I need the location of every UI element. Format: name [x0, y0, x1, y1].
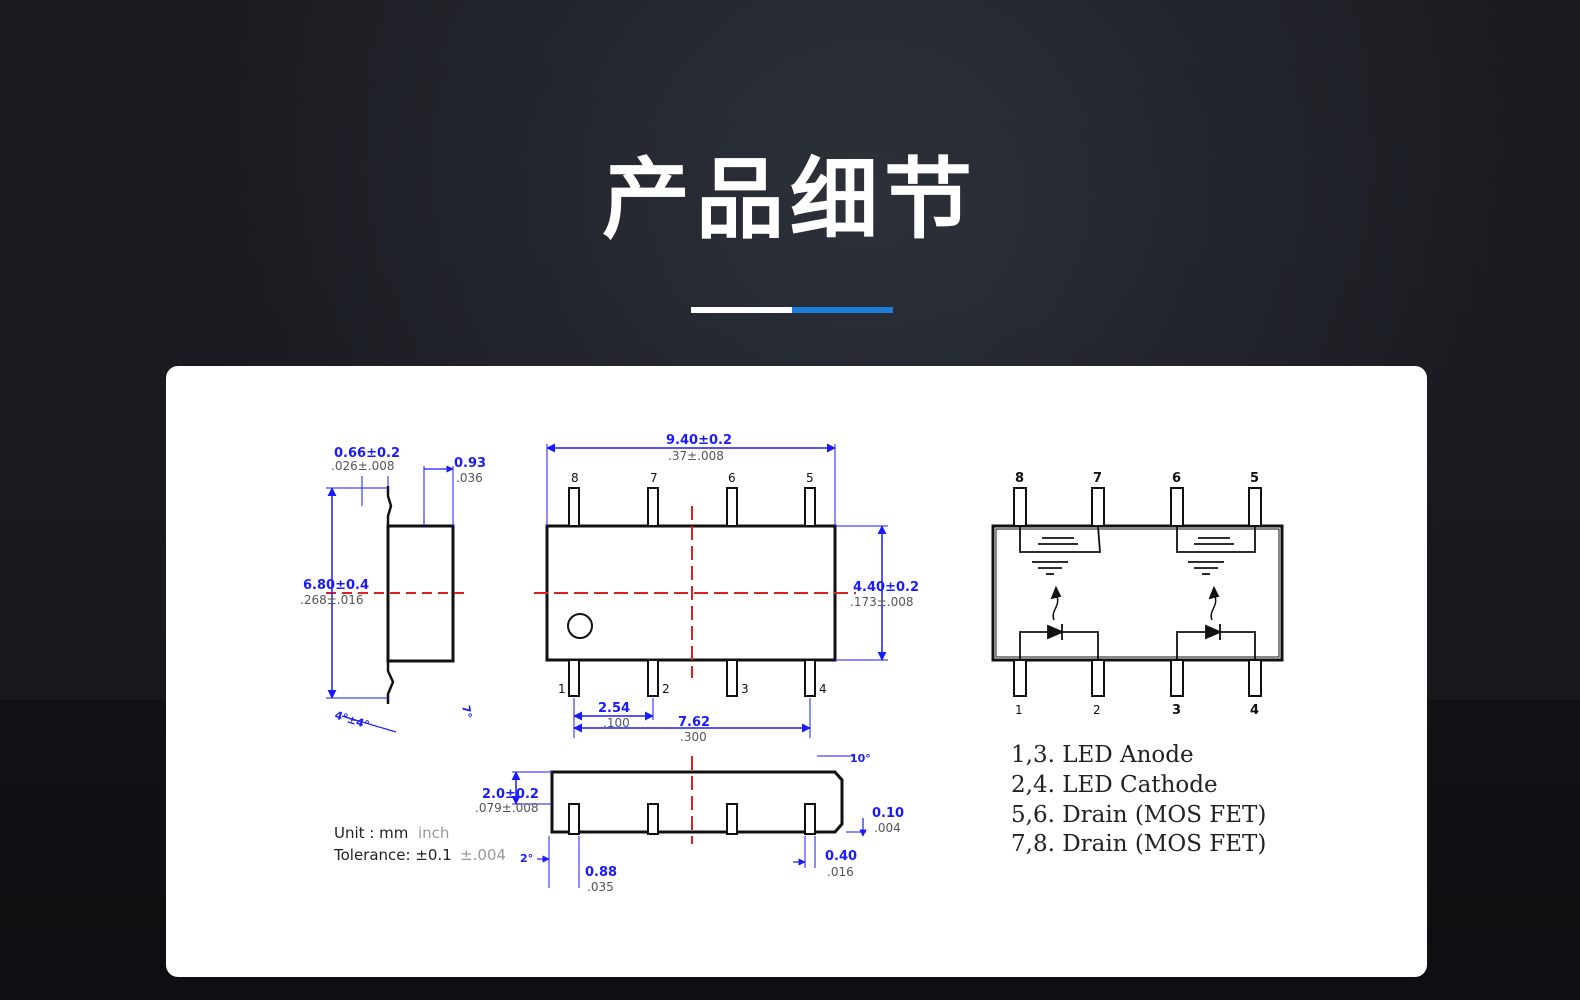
- title-underline-white: [691, 307, 792, 313]
- tolerance-label: Tolerance: ±0.1: [333, 846, 452, 864]
- span-in: .300: [680, 730, 707, 744]
- diagram-card: 0.66±0.2 .026±.008 0.93 .036 6.80±0.4 .2…: [166, 366, 1427, 977]
- side-view-upper-lead: [386, 486, 393, 526]
- lead-mm: 0.40: [825, 849, 857, 864]
- top-view-upper-leads: [568, 487, 816, 527]
- package-drawing: 0.66±0.2 .026±.008 0.93 .036 6.80±0.4 .2…: [300, 433, 1284, 894]
- width-in: .37±.008: [668, 449, 724, 463]
- height-mm: 6.80±0.4: [303, 578, 369, 593]
- lead-offset-mm: 0.93: [454, 456, 486, 471]
- body-in: .173±.008: [850, 595, 914, 609]
- schem-bottom-pin-3: 3: [1172, 703, 1181, 718]
- schem-top-pin-5: 5: [1250, 471, 1259, 486]
- pitch-in: .100: [603, 716, 630, 730]
- legend-line-4: 7,8. Drain (MOS FET): [1011, 831, 1266, 857]
- top-pin-8: 8: [571, 471, 579, 485]
- bottom-pin-4: 4: [819, 682, 827, 696]
- front-view-leads: [568, 803, 816, 835]
- pin1-marker: [567, 613, 593, 639]
- foot-in: .035: [587, 880, 614, 894]
- side-view: 0.66±0.2 .026±.008 0.93 .036 6.80±0.4 .2…: [300, 446, 486, 733]
- schem-bottom-pin-2: 2: [1093, 703, 1101, 717]
- schematic-inner-border: [995, 528, 1280, 658]
- top-pin-6: 6: [728, 471, 736, 485]
- tolerance-inch: ±.004: [460, 846, 506, 864]
- span-mm: 7.62: [678, 715, 710, 730]
- bottom-pin-1: 1: [558, 682, 566, 696]
- schematic: 8 7 6 5 1 2 3 4: [991, 471, 1284, 857]
- lead-offset-in: .036: [456, 471, 483, 485]
- standoff-in: .004: [874, 821, 901, 835]
- top-view-lower-leads: [568, 659, 816, 697]
- top-pin-5: 5: [806, 471, 814, 485]
- left-mosfet-symbol: [1019, 525, 1101, 575]
- standoff-mm: 0.10: [872, 806, 904, 821]
- pin-legend: 1,3. LED Anode 2,4. LED Cathode 5,6. Dra…: [1011, 742, 1266, 857]
- side-view-lower-lead: [386, 661, 395, 704]
- lead-width-in: .026±.008: [331, 459, 395, 473]
- width-mm: 9.40±0.2: [666, 433, 732, 448]
- top-view: 8 7 6 5 1 2 3 4 9.40±0.2 .37±.008 4.40±0…: [534, 433, 919, 744]
- legend-line-1: 1,3. LED Anode: [1011, 742, 1194, 768]
- front-view-body: [550, 770, 844, 834]
- lead-width-mm: 0.66±0.2: [334, 446, 400, 461]
- angle-line: [341, 715, 397, 733]
- unit-label: Unit : mm: [334, 824, 408, 842]
- right-led-symbol: [1176, 585, 1256, 660]
- right-mosfet-symbol: [1176, 526, 1256, 575]
- schem-top-pin-7: 7: [1093, 471, 1102, 486]
- height-in: .268±.016: [300, 593, 364, 607]
- thickness-in: .079±.008: [475, 801, 539, 815]
- schematic-body: [991, 524, 1284, 662]
- unit-note: Unit : mm inch Tolerance: ±0.1 ±.004: [333, 824, 506, 864]
- angle-small-label: 7°: [459, 704, 474, 719]
- front-view: 2.0±0.2 .079±.008 10° 0.10 .004 0.40 .01…: [475, 752, 904, 894]
- schematic-upper-leads: [1013, 487, 1262, 527]
- schematic-lower-leads: [1013, 659, 1262, 697]
- foot-mm: 0.88: [585, 865, 617, 880]
- schem-top-pin-8: 8: [1015, 471, 1024, 486]
- top-pin-7: 7: [650, 471, 658, 485]
- schem-bottom-pin-4: 4: [1250, 703, 1259, 718]
- legend-line-3: 5,6. Drain (MOS FET): [1011, 802, 1266, 828]
- pitch-mm: 2.54: [598, 701, 630, 716]
- thickness-mm: 2.0±0.2: [482, 787, 539, 802]
- angle-label: 4°±4°: [333, 708, 371, 731]
- bottom-pin-2: 2: [662, 682, 670, 696]
- schem-bottom-pin-1: 1: [1015, 703, 1023, 717]
- lead-in: .016: [827, 865, 854, 879]
- page-title: 产品细节: [601, 148, 978, 251]
- bottom-pin-3: 3: [741, 682, 749, 696]
- legend-line-2: 2,4. LED Cathode: [1011, 772, 1218, 798]
- angle-left-label: 2°: [520, 852, 533, 865]
- title-underline-blue: [792, 307, 893, 313]
- body-mm: 4.40±0.2: [853, 580, 919, 595]
- left-led-symbol: [1019, 585, 1099, 660]
- schem-top-pin-6: 6: [1172, 471, 1181, 486]
- unit-inch: inch: [418, 824, 449, 842]
- angle-right-label: 10°: [850, 752, 871, 765]
